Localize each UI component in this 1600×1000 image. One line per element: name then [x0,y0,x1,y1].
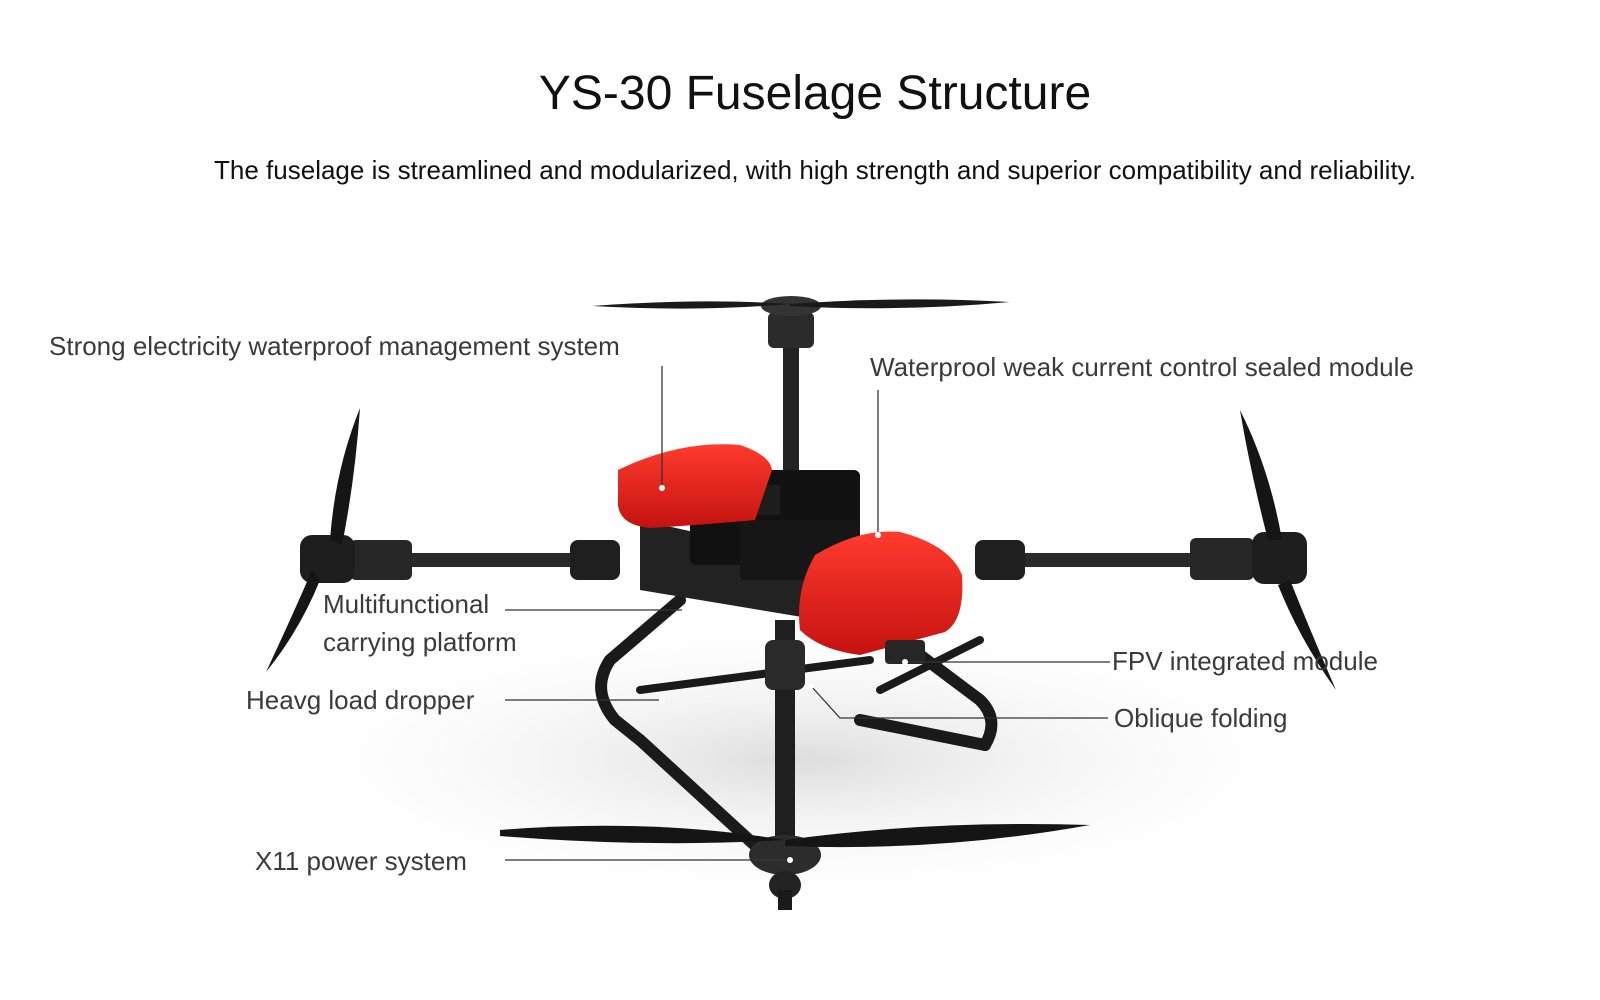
page-subtitle: The fuselage is streamlined and modulari… [214,155,1416,185]
callout-carrying-platform-line2: carrying platform [323,627,517,657]
left-red-shell [618,444,772,528]
callout-load-dropper: Heavg load dropper [246,685,475,715]
callout-weak-current-module: Waterprool weak current control sealed m… [870,352,1414,382]
callout-power-system: X11 power system [255,846,467,876]
landing-gear [595,594,998,856]
callout-carrying-platform-line1: Multifunctional [323,589,490,619]
leader-dots [659,485,908,863]
page-title: YS-30 Fuselage Structure [538,67,1092,120]
leader-lines [505,366,1110,861]
callout-electricity-system: Strong electricity waterproof management… [49,331,620,361]
fpv-camera [885,640,925,664]
right-red-shell [799,531,963,655]
callout-fpv-module: FPV integrated module [1112,646,1378,676]
rear-arm [592,296,1010,470]
front-arm [500,620,1090,910]
right-arm [975,410,1336,690]
left-arm [266,408,620,672]
callout-oblique-folding: Oblique folding [1114,703,1288,733]
